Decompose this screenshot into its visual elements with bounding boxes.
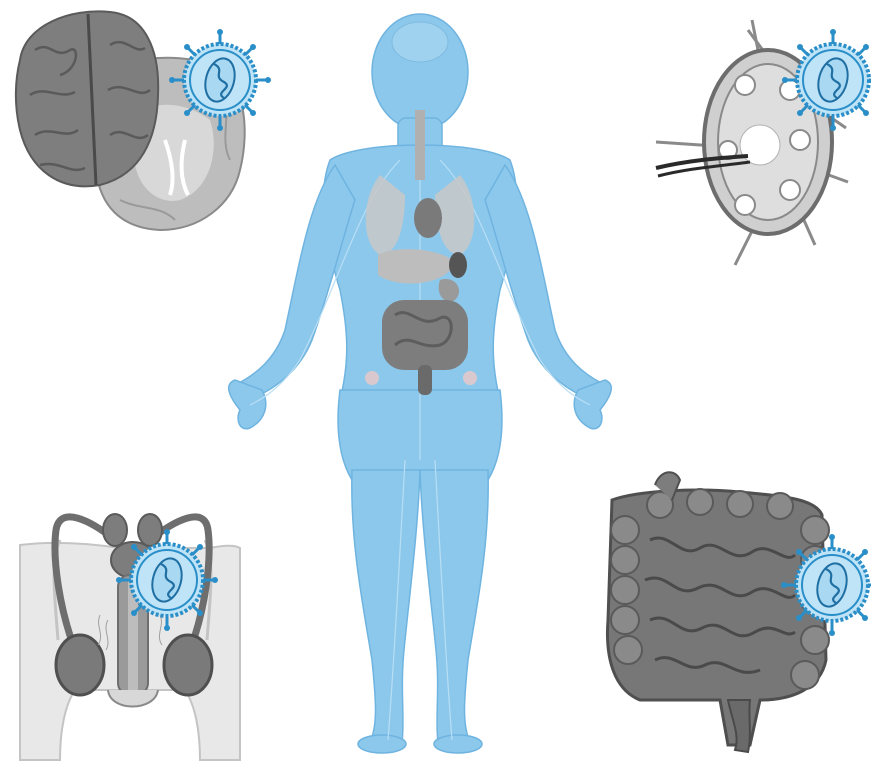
human-body-icon: [229, 14, 612, 753]
intestine-icon: [607, 472, 871, 752]
lymph-node-icon: [656, 20, 871, 265]
male-reproductive-icon: [20, 514, 240, 760]
brain-icon: [16, 11, 271, 230]
